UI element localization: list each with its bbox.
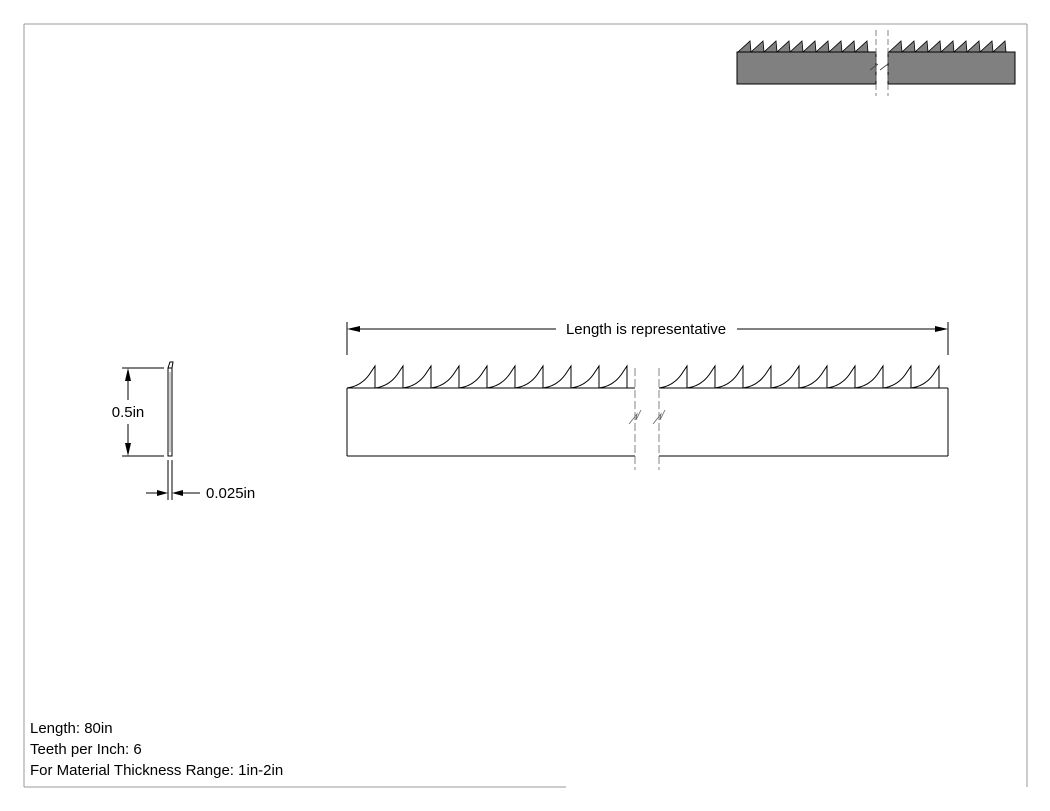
saw-tooth	[686, 364, 716, 389]
saw-tooth	[374, 364, 404, 389]
thumbnail-tooth	[840, 40, 856, 53]
spec-teeth-per-inch: Teeth per Inch: 6	[30, 741, 142, 758]
thumbnail-tooth	[900, 40, 916, 53]
thickness-label: 0.025in	[206, 485, 255, 502]
thumbnail-tooth	[762, 40, 778, 53]
height-label: 0.5in	[112, 404, 145, 421]
saw-tooth	[742, 364, 772, 389]
thumbnail-tooth	[775, 40, 791, 53]
thumbnail-tooth	[965, 40, 981, 53]
saw-tooth	[798, 364, 828, 389]
saw-tooth	[570, 364, 600, 389]
saw-tooth	[770, 364, 800, 389]
saw-tooth	[430, 364, 460, 389]
thumbnail-tooth	[814, 40, 830, 53]
thumbnail-tooth	[827, 40, 843, 53]
height-dimension	[122, 367, 164, 457]
length-label: Length is representative	[566, 321, 726, 338]
saw-tooth	[854, 364, 884, 389]
saw-tooth	[658, 364, 688, 389]
thumbnail-tooth	[926, 40, 942, 53]
saw-tooth	[486, 364, 516, 389]
thumbnail-tooth	[853, 40, 869, 53]
thumbnail-tooth	[749, 40, 765, 53]
thumbnail-tooth	[939, 40, 955, 53]
thumbnail-tooth	[991, 40, 1007, 53]
saw-tooth	[402, 364, 432, 389]
saw-tooth	[514, 364, 544, 389]
thumbnail-tooth	[788, 40, 804, 53]
blade-thumbnail	[736, 30, 1016, 96]
blade-teeth	[346, 364, 940, 389]
thumbnail-tooth	[801, 40, 817, 53]
saw-tooth	[458, 364, 488, 389]
page-border	[23, 23, 1028, 788]
saw-tooth	[598, 364, 628, 389]
thumbnail-tooth	[887, 40, 903, 53]
saw-tooth	[346, 364, 376, 389]
saw-tooth	[910, 364, 940, 389]
thumbnail-body-left	[736, 51, 877, 85]
saw-tooth	[826, 364, 856, 389]
thumbnail-body-right	[887, 51, 1016, 85]
thumbnail-teeth	[736, 40, 1007, 53]
saw-tooth	[542, 364, 572, 389]
thickness-dimension	[146, 460, 200, 500]
saw-tooth	[882, 364, 912, 389]
spec-length: Length: 80in	[30, 720, 113, 737]
spec-thickness-range: For Material Thickness Range: 1in-2in	[30, 762, 284, 779]
length-dimension	[346, 322, 949, 355]
thumbnail-tooth	[952, 40, 968, 53]
blade-edge-view	[167, 361, 174, 457]
break-lines	[628, 368, 666, 470]
thumbnail-tooth	[913, 40, 929, 53]
blade-side-view	[346, 364, 949, 470]
specifications: Length: 80in Teeth per Inch: 6 For Mater…	[30, 718, 283, 781]
thumbnail-tooth	[736, 40, 752, 53]
saw-tooth	[714, 364, 744, 389]
blade-body	[346, 387, 949, 457]
thumbnail-tooth	[978, 40, 994, 53]
